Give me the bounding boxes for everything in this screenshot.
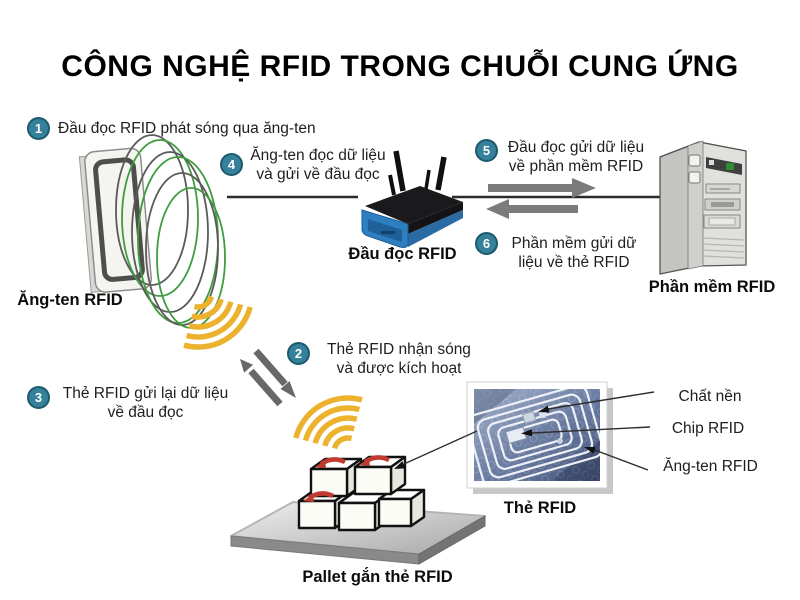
tag-photo — [466, 381, 613, 494]
step-5-badge: 5 — [475, 139, 498, 162]
step-6-text-line1: Phần mềm gửi dữ — [511, 235, 637, 252]
arrow-left-icon — [486, 199, 578, 219]
step-1-text: Đầu đọc RFID phát sóng qua ăng-ten — [58, 120, 316, 137]
reader-label: Đầu đọc RFID — [348, 245, 457, 263]
antenna-graphic — [78, 134, 226, 329]
radio-wave-ellipses — [115, 134, 226, 329]
step-6-text-line2: liệu về thẻ RFID — [518, 254, 630, 271]
page-title: CÔNG NGHỆ RFID TRONG CHUỖI CUNG ỨNG — [61, 50, 739, 83]
step-3-text: Thẻ RFID gửi lại dữ liệu về đầu đọc — [58, 384, 233, 422]
step-2-badge: 2 — [287, 342, 310, 365]
step-4-badge: 4 — [220, 153, 243, 176]
server-graphic — [659, 140, 747, 275]
router-graphic — [361, 150, 463, 248]
pallet-label: Pallet gắn thẻ RFID — [302, 568, 453, 586]
step-3-badge: 3 — [27, 386, 50, 409]
step-5-text-line2: về phần mềm RFID — [508, 158, 644, 175]
wifi-signal-up-icon — [293, 395, 363, 450]
box-red-tag-marks — [303, 455, 391, 502]
antenna-label: Ăng-ten RFID — [17, 291, 123, 309]
software-label: Phần mềm RFID — [648, 278, 776, 296]
tag-label: Thẻ RFID — [503, 499, 577, 517]
tag-pointer-lines — [394, 391, 655, 471]
step-2-text: Thẻ RFID nhận sóng và được kích hoạt — [325, 340, 473, 378]
step-3-text-line1: Thẻ RFID gửi lại dữ liệu — [62, 385, 229, 402]
step-4-text-line1: Ăng-ten đọc dữ liệu — [250, 147, 386, 164]
step-4-text-line2: và gửi về đầu đọc — [256, 166, 380, 183]
step-6-badge: 6 — [475, 232, 498, 255]
arrow-right-icon — [488, 178, 596, 198]
step-4-text: Ăng-ten đọc dữ liệu và gửi về đầu đọc — [248, 146, 388, 184]
tag-substrate-label: Chất nền — [678, 388, 742, 405]
double-arrow-icon — [240, 348, 296, 407]
wifi-signal-down-icon — [183, 295, 253, 350]
tag-antenna-label: Ăng-ten RFID — [663, 458, 758, 475]
pallet-graphic — [230, 455, 486, 565]
step-5-text: Đầu đọc gửi dữ liệu về phần mềm RFID — [505, 138, 647, 176]
step-1-badge: 1 — [27, 117, 50, 140]
step-5-text-line1: Đầu đọc gửi dữ liệu — [507, 139, 645, 156]
step-6-text: Phần mềm gửi dữ liệu về thẻ RFID — [508, 234, 640, 272]
step-3-text-line2: về đầu đọc — [107, 404, 184, 421]
step-2-text-line1: Thẻ RFID nhận sóng — [327, 341, 471, 358]
step-2-text-line2: và được kích hoạt — [336, 360, 462, 377]
tag-chip-label: Chip RFID — [671, 420, 745, 437]
